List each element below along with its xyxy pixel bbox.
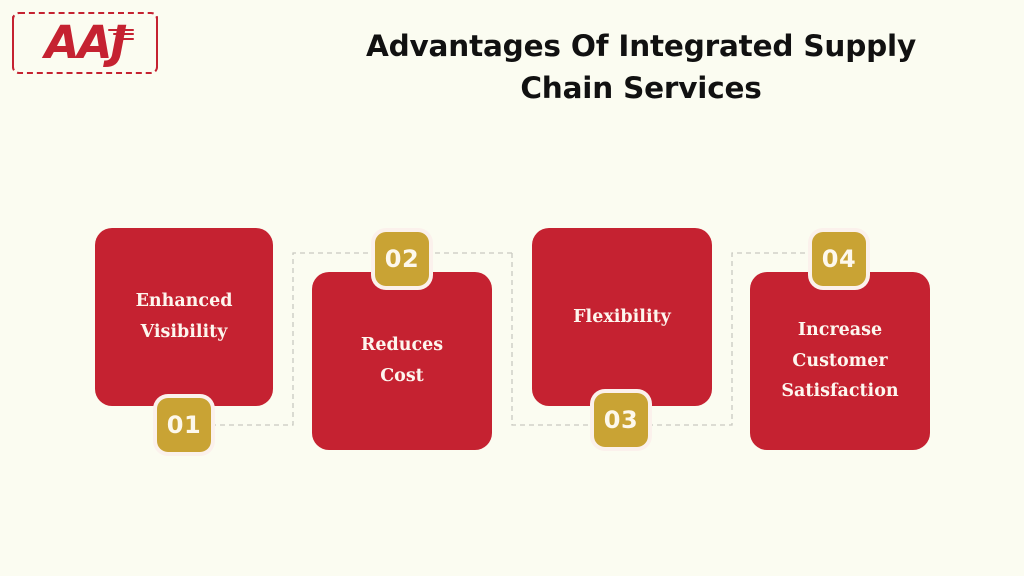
advantage-card-1-label: Enhanced Visibility <box>135 291 233 342</box>
page-title: Advantages Of Integrated Supply Chain Se… <box>340 26 942 110</box>
advantage-card-1[interactable]: Enhanced Visibility <box>95 228 273 406</box>
advantage-card-4-label: Increase Customer Satisfaction <box>781 320 899 402</box>
advantage-card-3-label: Flexibility <box>573 306 671 327</box>
logo-frame-left-edge <box>12 16 15 68</box>
step-badge-01[interactable]: 01 <box>157 398 211 452</box>
advantage-card-3[interactable]: Flexibility <box>532 228 712 406</box>
step-badge-04[interactable]: 04 <box>812 232 866 286</box>
step-badge-02[interactable]: 02 <box>375 232 429 286</box>
speed-lines-icon <box>108 29 134 41</box>
step-badge-03[interactable]: 03 <box>594 393 648 447</box>
logo-wordmark: AAJ <box>44 15 127 69</box>
logo-frame-right-edge <box>155 16 158 68</box>
brand-logo: AAJ <box>12 12 158 74</box>
page-title-line-1: Advantages Of Integrated Supply <box>365 29 916 63</box>
advantage-card-4[interactable]: Increase Customer Satisfaction <box>750 272 930 450</box>
advantage-card-2[interactable]: Reduces Cost <box>312 272 492 450</box>
advantage-card-2-label: Reduces Cost <box>360 335 444 386</box>
page-title-line-2: Chain Services <box>520 70 762 105</box>
